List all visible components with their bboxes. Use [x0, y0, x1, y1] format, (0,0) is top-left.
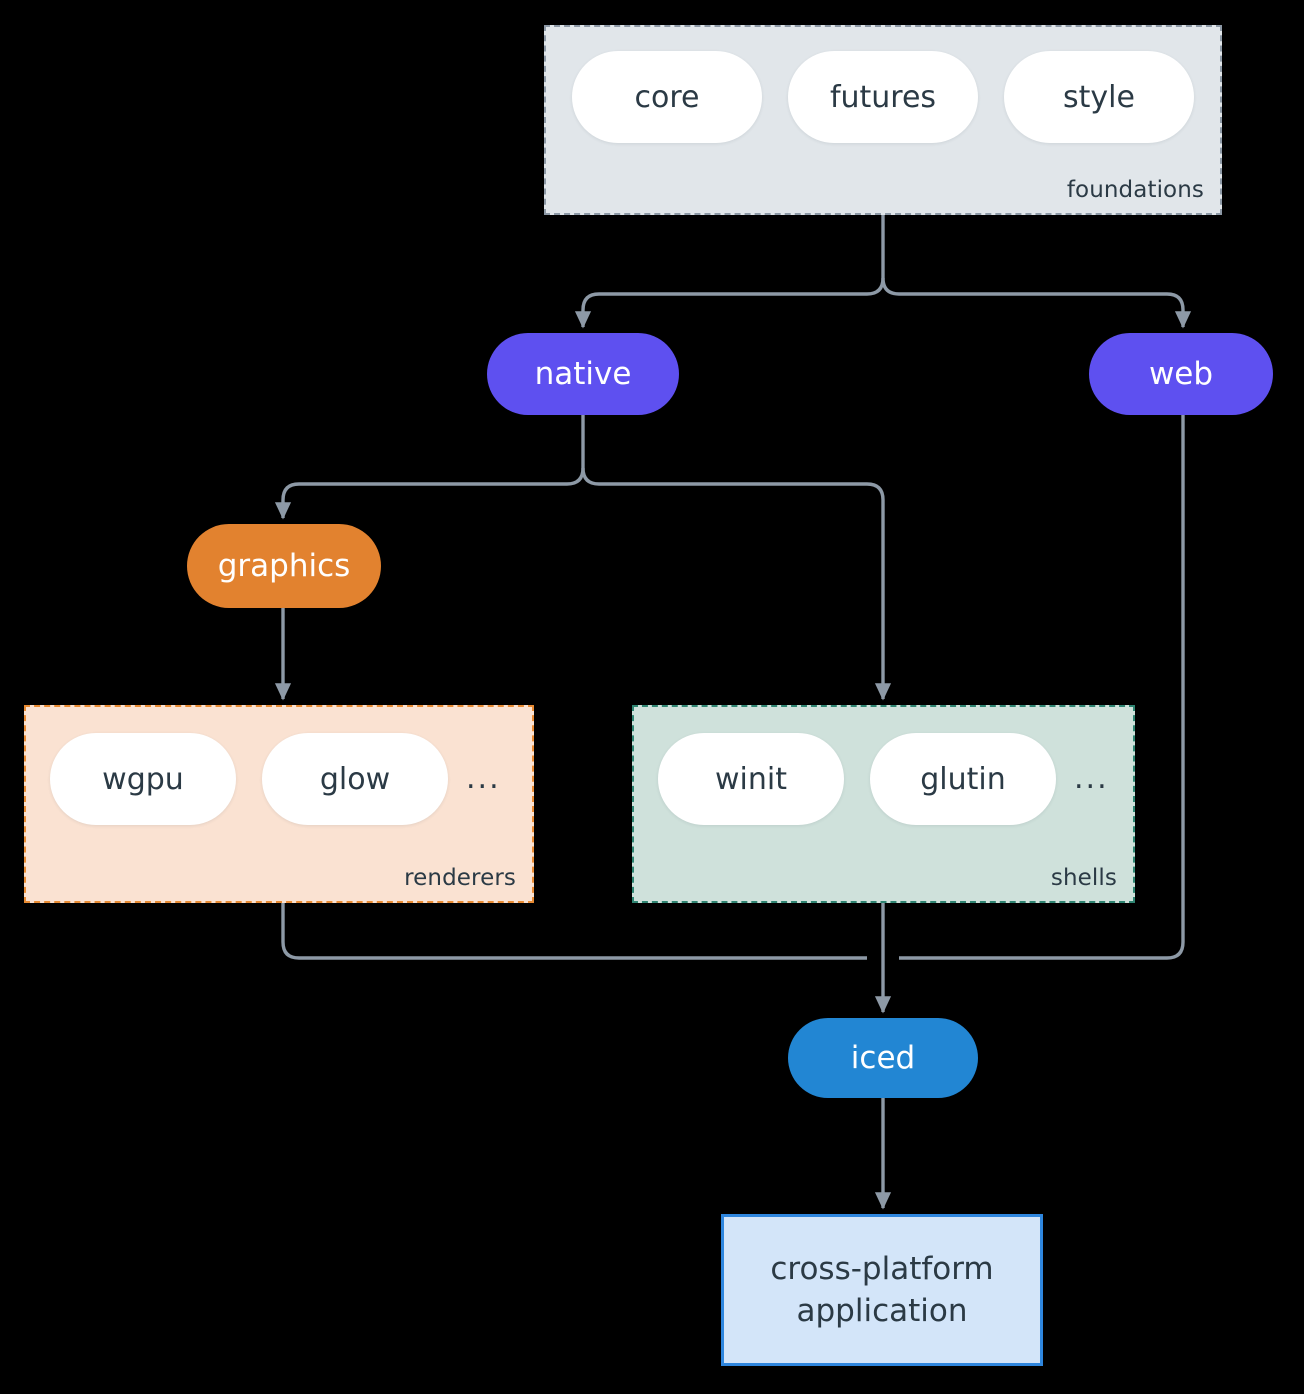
edge-native-to-shells — [581, 467, 892, 701]
shells-items: winit glutin ... — [658, 733, 1109, 825]
edge-native-to-graphics — [274, 467, 585, 520]
edge-foundations-to-native — [574, 277, 885, 329]
node-web[interactable]: web — [1089, 333, 1273, 415]
group-label-renderers: renderers — [404, 865, 516, 891]
group-foundations[interactable]: core futures style foundations — [544, 25, 1222, 215]
foundations-items: core futures style — [572, 51, 1194, 143]
shells-more-ellipsis: ... — [1074, 761, 1109, 796]
node-native[interactable]: native — [487, 333, 679, 415]
group-label-shells: shells — [1050, 865, 1117, 891]
group-label-foundations: foundations — [1066, 177, 1204, 203]
node-iced[interactable]: iced — [788, 1018, 978, 1098]
edge-foundations-to-web — [881, 277, 1192, 329]
node-cross-platform-application[interactable]: cross-platform application — [721, 1214, 1043, 1366]
node-futures[interactable]: futures — [788, 51, 978, 143]
node-glutin[interactable]: glutin — [870, 733, 1056, 825]
node-style[interactable]: style — [1004, 51, 1194, 143]
application-line-1: cross-platform — [770, 1250, 994, 1287]
group-shells[interactable]: winit glutin ... shells — [632, 705, 1135, 903]
node-core[interactable]: core — [572, 51, 762, 143]
node-graphics[interactable]: graphics — [187, 524, 381, 608]
renderers-more-ellipsis: ... — [466, 761, 501, 796]
node-glow[interactable]: glow — [262, 733, 448, 825]
node-wgpu[interactable]: wgpu — [50, 733, 236, 825]
renderers-items: wgpu glow ... — [50, 733, 501, 825]
edge-renderers-to-iced — [281, 903, 867, 960]
application-line-2: application — [796, 1293, 968, 1329]
group-renderers[interactable]: wgpu glow ... renderers — [24, 705, 534, 903]
node-winit[interactable]: winit — [658, 733, 844, 825]
